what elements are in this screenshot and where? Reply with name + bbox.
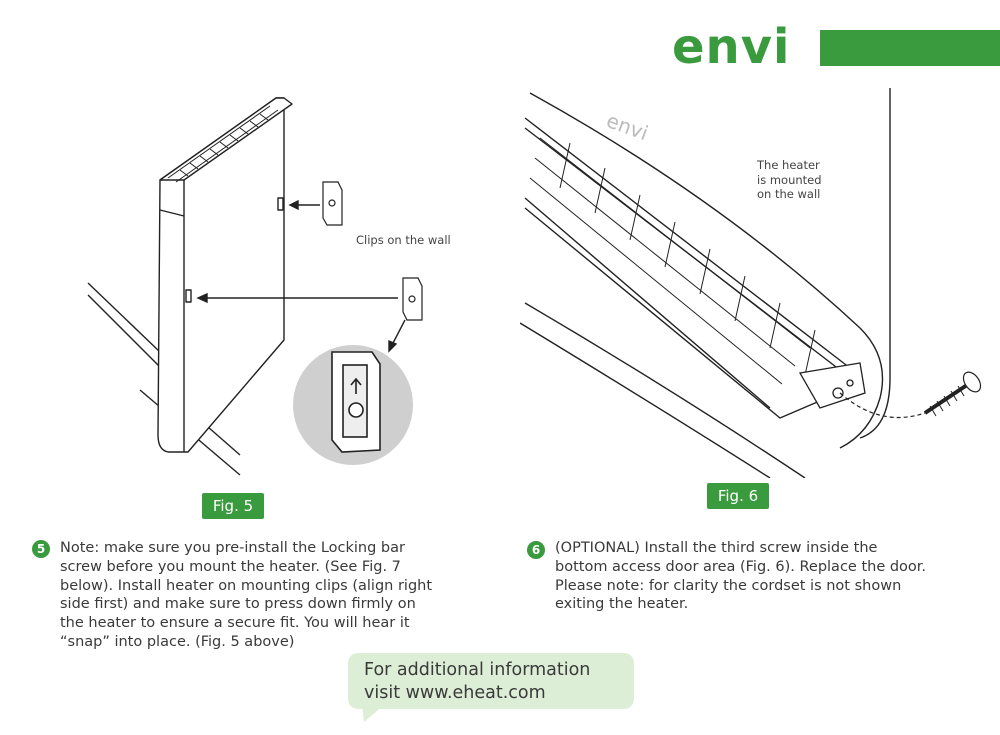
fig6-illustration: envi xyxy=(520,88,982,478)
info-text: For additional information visit www.ehe… xyxy=(364,660,591,703)
info-bubble-tail xyxy=(362,705,384,722)
fig6-callout: The heater is mounted on the wall xyxy=(757,158,822,201)
fig5-callout: Clips on the wall xyxy=(356,233,451,247)
step-number-badge: 6 xyxy=(527,541,545,559)
step-5-text: Note: make sure you pre-install the Lock… xyxy=(60,540,433,650)
step-number-badge: 5 xyxy=(32,540,50,558)
brand-bar xyxy=(820,30,1000,66)
brand-logo: envi xyxy=(672,19,791,75)
fig5-illustration xyxy=(87,97,423,476)
fig5-label: Fig. 5 xyxy=(202,493,264,519)
info-bubble xyxy=(348,653,634,709)
fig6-label: Fig. 6 xyxy=(707,483,769,509)
step-6-text: (OPTIONAL) Install the third screw insid… xyxy=(555,540,927,613)
